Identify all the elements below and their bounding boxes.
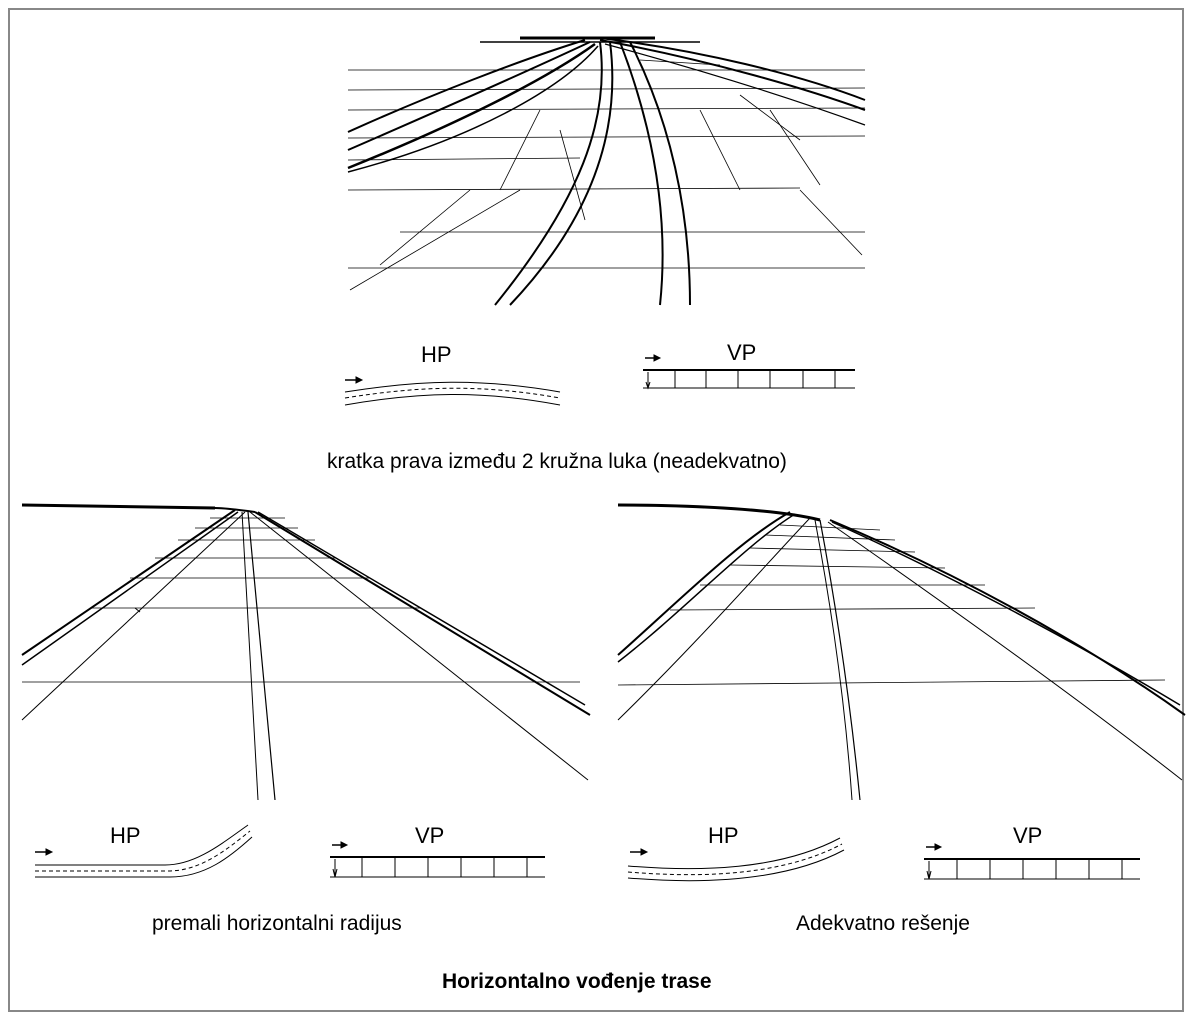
top-hp-label: HP: [421, 342, 452, 367]
right-hp-diagram: [627, 837, 845, 882]
right-perspective-road: [617, 503, 1186, 801]
right-vp-label: VP: [1013, 823, 1043, 848]
left-perspective-road: [21, 503, 591, 801]
figure-title: Horizontalno vođenje trase: [442, 970, 712, 993]
top-vp-diagram: [643, 354, 855, 390]
left-vp-diagram: [330, 841, 545, 878]
top-hp-diagram: [344, 376, 561, 406]
right-caption: Adekvatno rešenje: [796, 912, 970, 935]
top-vp-label: VP: [727, 340, 757, 365]
left-hp-diagram: [35, 824, 253, 878]
figure-frame: [8, 8, 1184, 1012]
left-caption: premali horizontalni radijus: [152, 912, 402, 935]
left-hp-label: HP: [110, 823, 141, 848]
right-hp-label: HP: [708, 823, 739, 848]
top-perspective-road: [347, 36, 866, 306]
top-caption: kratka prava između 2 kružna luka (neade…: [327, 450, 787, 473]
left-vp-label: VP: [415, 823, 445, 848]
right-vp-diagram: [924, 843, 1140, 880]
